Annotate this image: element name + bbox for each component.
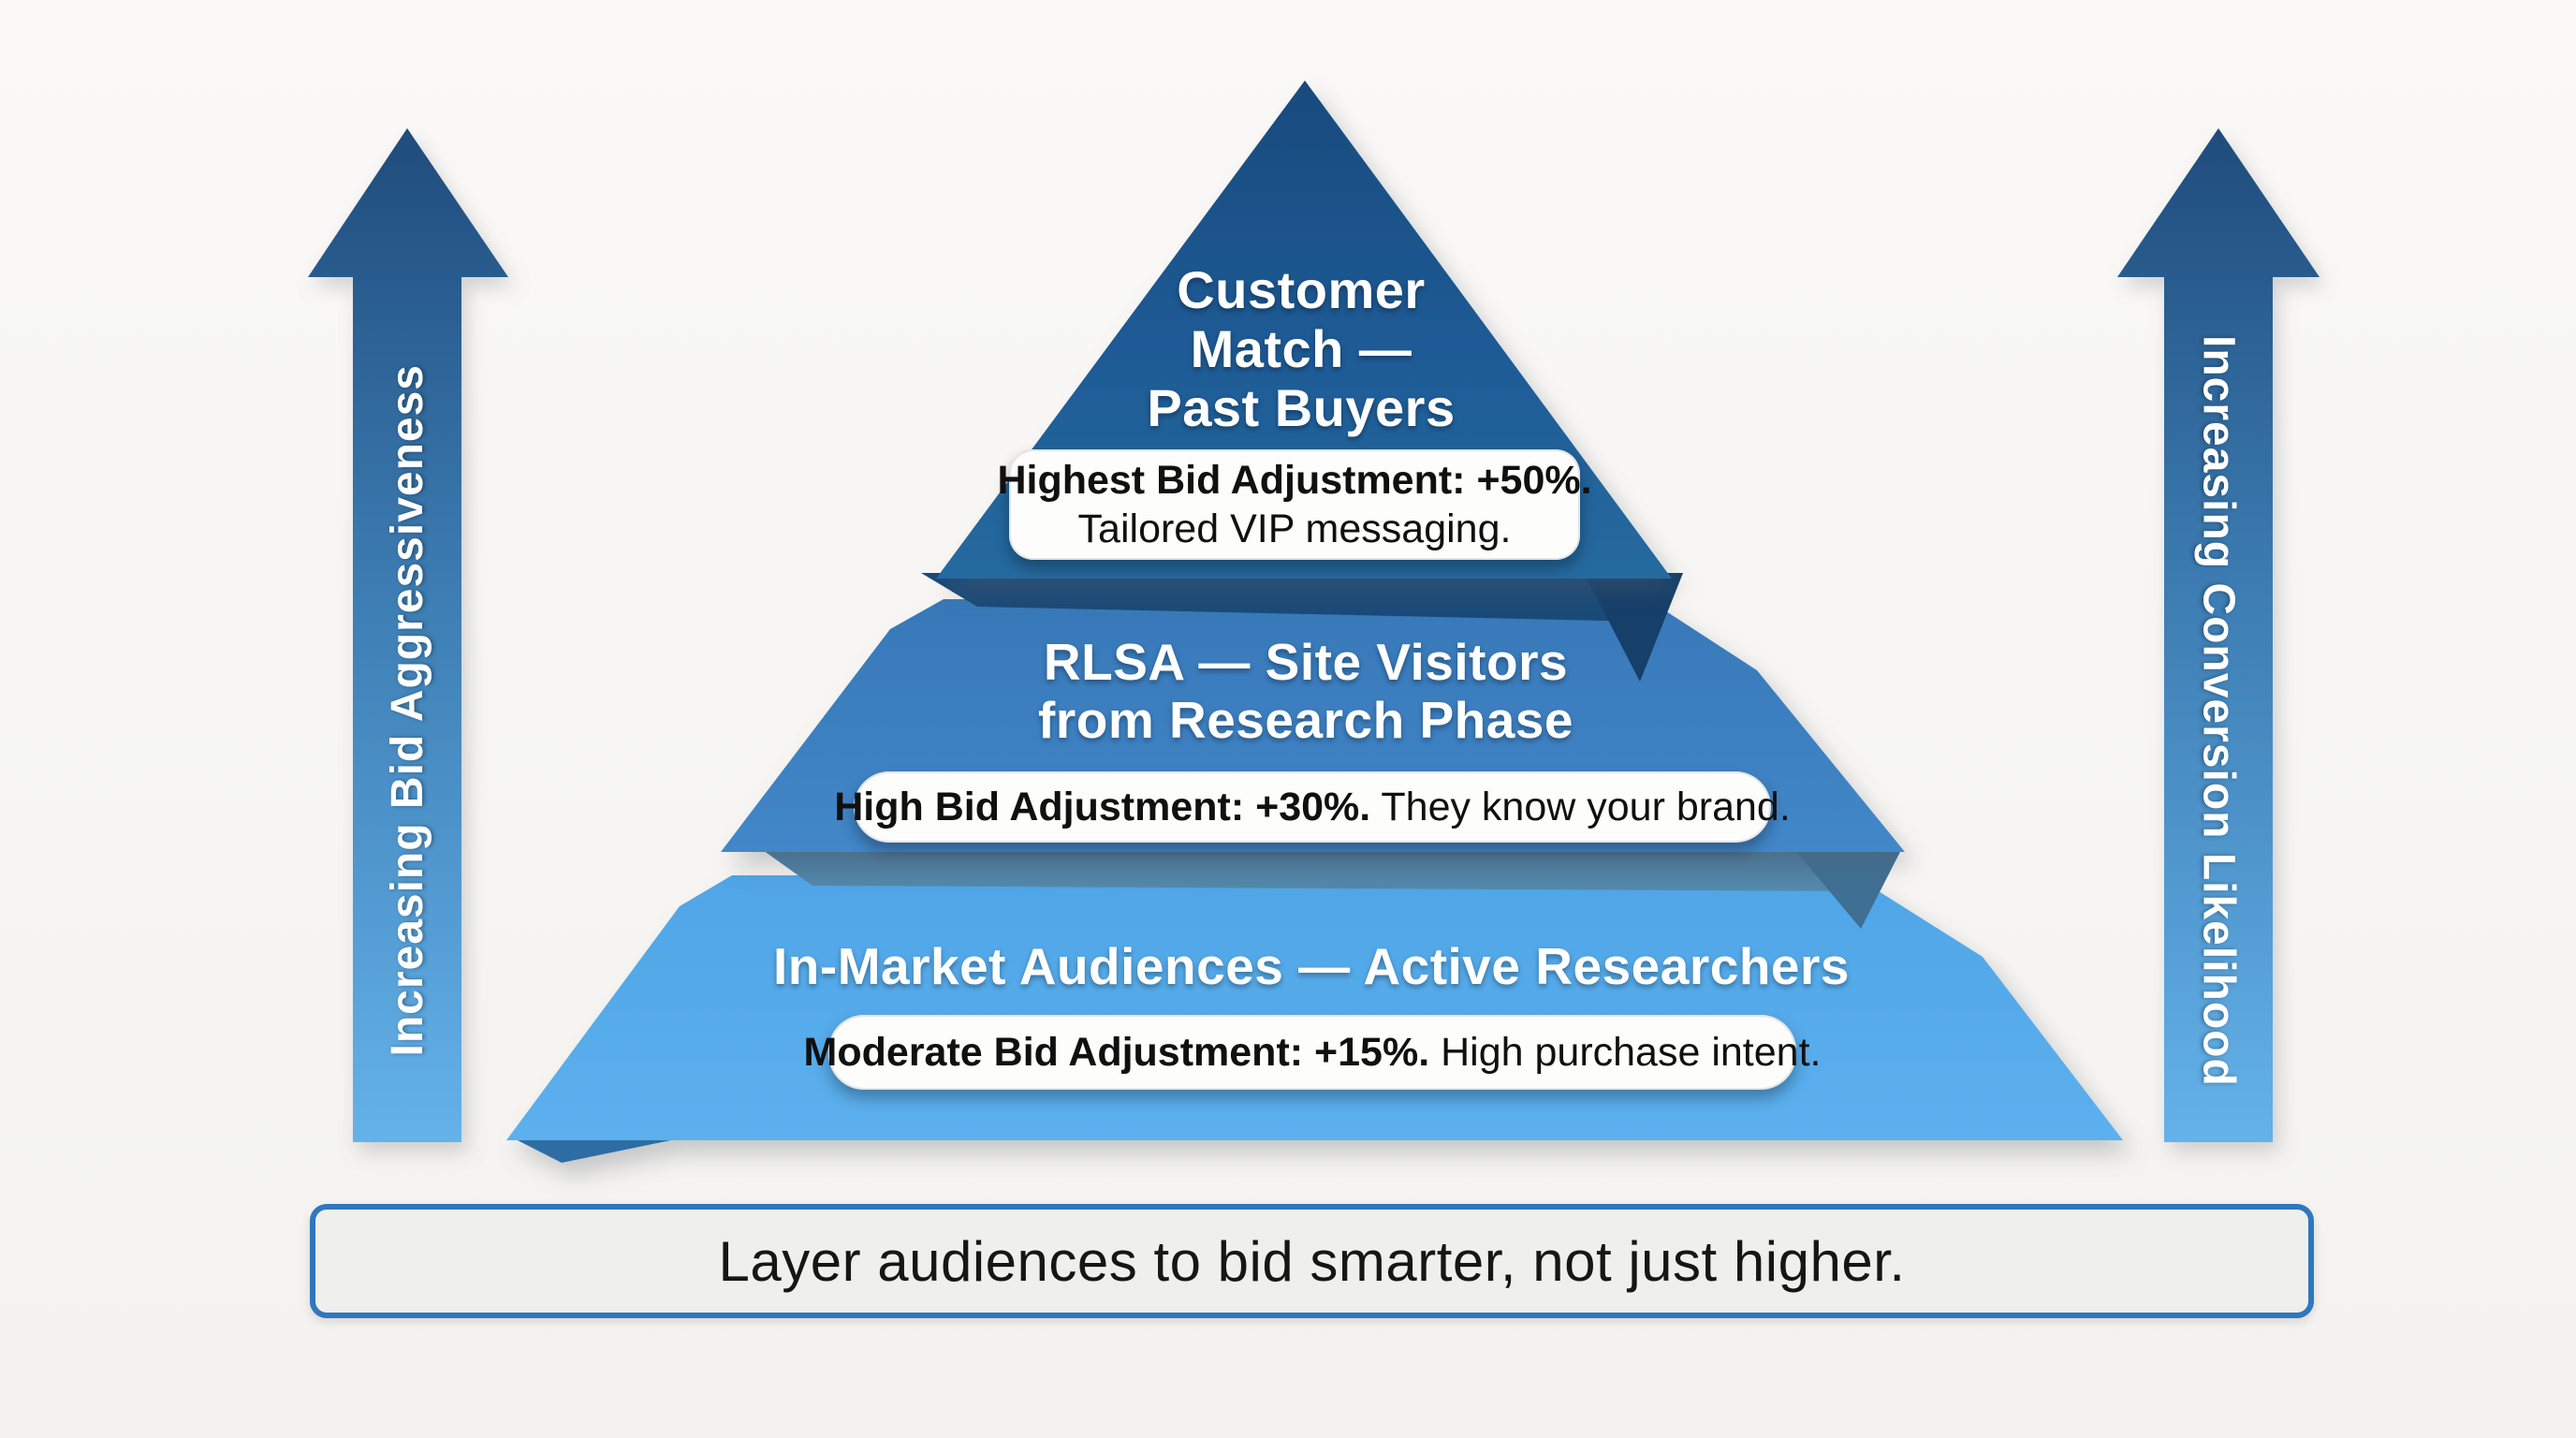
- title-line: Past Buyers: [1147, 378, 1456, 437]
- summary-text: Layer audiences to bid smarter, not just…: [718, 1229, 1906, 1293]
- title-line: from Research Phase: [1038, 691, 1573, 749]
- summary-banner: Layer audiences to bid smarter, not just…: [310, 1204, 2314, 1318]
- left-arrow-label-text: Increasing Bid Aggressiveness: [382, 364, 432, 1057]
- tier-middle-fold: [760, 848, 1902, 929]
- right-arrow-label: Increasing Conversion Likelihood: [2164, 281, 2273, 1140]
- badge-regular-text: High purchase intent.: [1441, 1030, 1822, 1075]
- title-line: Match —: [1190, 319, 1412, 378]
- left-arrow-shape: [308, 128, 508, 1142]
- badge-bold-text: Highest Bid Adjustment: +50%.: [997, 458, 1592, 503]
- tier-top-title: Customer Match — Past Buyers: [1002, 260, 1601, 437]
- tier-top-fold: [921, 573, 1683, 682]
- tier-bottom-fold: [510, 1137, 689, 1163]
- tier-bottom-shape: [506, 875, 2123, 1140]
- tier-top-badge: Highest Bid Adjustment: +50%. Tailored V…: [997, 449, 1592, 560]
- tier-bottom-title: In-Market Audiences — Active Researchers: [656, 938, 1967, 994]
- title-line: Customer: [1177, 260, 1426, 319]
- title-line: In-Market Audiences — Active Researchers: [773, 937, 1850, 995]
- badge-bold-text: Moderate Bid Adjustment: +15%.: [803, 1030, 1430, 1075]
- badge-regular-text: They know your brand.: [1381, 785, 1791, 829]
- title-line: RLSA — Site Visitors: [1043, 633, 1569, 691]
- tier-bottom-badge: Moderate Bid Adjustment: +15%. High purc…: [804, 1015, 1821, 1090]
- right-arrow-label-text: Increasing Conversion Likelihood: [2193, 334, 2244, 1087]
- badge-regular-text: Tailored VIP messaging.: [1077, 506, 1512, 551]
- tier-middle-title: RLSA — Site Visitors from Research Phase: [885, 633, 1727, 749]
- badge-bold-text: High Bid Adjustment: +30%.: [834, 785, 1371, 829]
- left-arrow-label: Increasing Bid Aggressiveness: [353, 281, 461, 1140]
- right-arrow-shape: [2117, 128, 2320, 1142]
- tier-middle-badge: High Bid Adjustment: +30%. They know you…: [834, 771, 1791, 843]
